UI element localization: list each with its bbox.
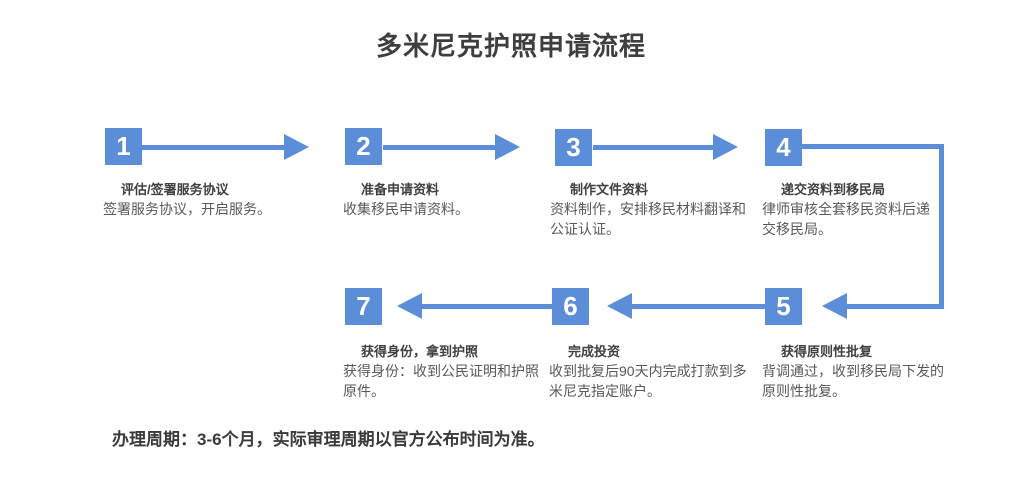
step-4-label: 递交资料到移民局 bbox=[781, 182, 886, 197]
step-4-number-box: 4 bbox=[765, 129, 802, 166]
step-3-description: 资料制作，安排移民材料翻译和 公证认证。 bbox=[550, 201, 746, 237]
step-6-description: 收到批复后90天内完成打款到多 米尼克指定账户。 bbox=[549, 363, 747, 399]
step-7-label: 获得身份，拿到护照 bbox=[361, 344, 479, 359]
step-2-number-box: 2 bbox=[345, 128, 382, 165]
arrow-2-to-3-line bbox=[383, 145, 495, 150]
step-6-number-box: 6 bbox=[552, 288, 589, 325]
arrow-1-to-2-line bbox=[142, 145, 284, 150]
connector-4-to-5-vertical-line bbox=[939, 144, 944, 309]
step-1-number-box: 1 bbox=[105, 128, 142, 165]
step-3-number-box: 3 bbox=[555, 129, 592, 166]
step-7-description: 获得身份：收到公民证明和护照 原件。 bbox=[343, 363, 539, 399]
step-5-description: 背调通过，收到移民局下发的 原则性批复。 bbox=[762, 363, 944, 399]
step-7-number-box: 7 bbox=[345, 288, 382, 325]
step-6-label: 完成投资 bbox=[568, 344, 621, 359]
step-5-label: 获得原则性批复 bbox=[781, 344, 873, 359]
step-5-number-box: 5 bbox=[765, 288, 802, 325]
arrow-3-to-4-line bbox=[593, 145, 713, 150]
step-2-label: 准备申请资料 bbox=[361, 182, 440, 197]
connector-4-to-5-top-line bbox=[802, 144, 944, 149]
arrow-left-icon bbox=[822, 293, 847, 319]
arrow-right-icon bbox=[495, 134, 520, 160]
arrow-left-icon bbox=[397, 293, 422, 319]
connector-4-to-5-bottom-line bbox=[847, 304, 942, 309]
step-2-description: 收集移民申请资料。 bbox=[343, 201, 469, 217]
arrow-6-to-7-line bbox=[422, 304, 552, 309]
step-4-description: 律师审核全套移民资料后递 交移民局。 bbox=[762, 201, 930, 237]
step-1-description: 签署服务协议，开启服务。 bbox=[103, 201, 271, 217]
arrow-left-icon bbox=[607, 293, 632, 319]
step-3-label: 制作文件资料 bbox=[570, 182, 649, 197]
arrow-right-icon bbox=[713, 134, 738, 160]
arrow-5-to-6-line bbox=[632, 304, 765, 309]
step-1-label: 评估/签署服务协议 bbox=[121, 182, 229, 197]
page-title: 多米尼克护照申请流程 bbox=[375, 31, 646, 61]
arrow-right-icon bbox=[284, 134, 309, 160]
process-note: 办理周期：3-6个月，实际审理周期以官方公布时间为准。 bbox=[112, 430, 545, 449]
